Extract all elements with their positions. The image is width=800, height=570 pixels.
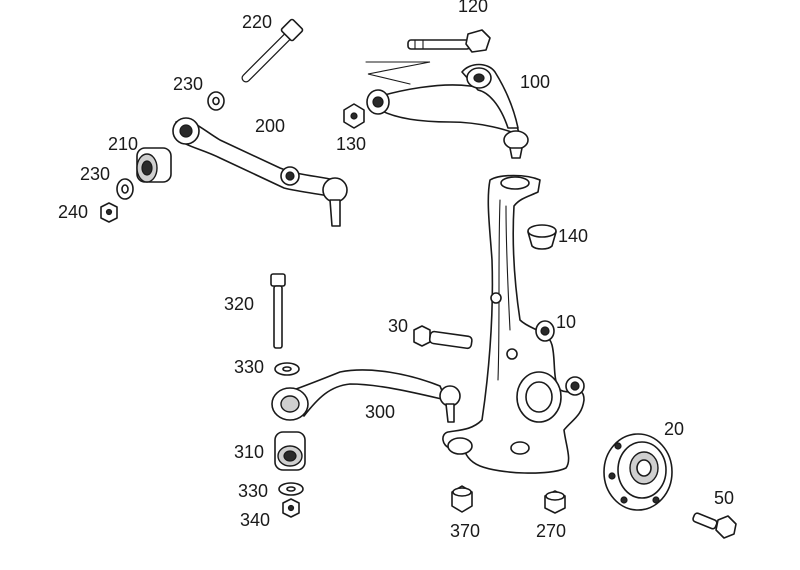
callout-10: 10 <box>556 312 576 332</box>
part-30-bolt <box>413 325 473 350</box>
part-330-washer-lower <box>278 482 304 496</box>
callout-310: 310 <box>234 442 264 462</box>
callout-240: 240 <box>58 202 88 222</box>
part-100-upper-arm <box>366 63 529 159</box>
part-230-washer-lower <box>116 178 134 200</box>
callout-20: 20 <box>664 419 684 439</box>
part-220-bolt <box>241 18 304 83</box>
callout-370: 370 <box>450 521 480 541</box>
callout-330-upper: 330 <box>234 357 264 377</box>
callout-230-lower: 230 <box>80 164 110 184</box>
callout-130: 130 <box>336 134 366 154</box>
part-210-bushing <box>136 147 172 183</box>
callout-340: 340 <box>240 510 270 530</box>
callout-320: 320 <box>224 294 254 314</box>
part-310-bushing <box>274 431 306 471</box>
callout-50: 50 <box>714 488 734 508</box>
part-20-wheel-hub <box>603 433 673 511</box>
part-200-arm <box>172 117 348 227</box>
part-330-washer-upper <box>274 362 300 376</box>
callout-300: 300 <box>365 402 395 422</box>
callout-210: 210 <box>108 134 138 154</box>
part-370-nut <box>451 485 473 513</box>
part-340-nut <box>282 498 300 518</box>
callout-330-lower: 330 <box>238 481 268 501</box>
part-120-bolt <box>407 29 491 53</box>
part-130-nut <box>343 103 365 129</box>
leader-120-to-arm <box>365 61 431 85</box>
callout-120: 120 <box>458 0 488 16</box>
part-230-washer-upper <box>207 91 225 111</box>
part-140-bushing <box>527 224 557 250</box>
callout-270: 270 <box>536 521 566 541</box>
part-10-steering-knuckle <box>442 174 585 474</box>
part-320-bolt <box>270 273 286 349</box>
callout-100: 100 <box>520 72 550 92</box>
part-300-lower-arm <box>271 369 461 423</box>
callout-140: 140 <box>558 226 588 246</box>
callout-220: 220 <box>242 12 272 32</box>
callout-200: 200 <box>255 116 285 136</box>
part-50-bolt <box>692 512 737 539</box>
part-270-nut <box>544 490 566 514</box>
part-240-nut <box>100 202 118 223</box>
callout-30: 30 <box>388 316 408 336</box>
callout-230-upper: 230 <box>173 74 203 94</box>
